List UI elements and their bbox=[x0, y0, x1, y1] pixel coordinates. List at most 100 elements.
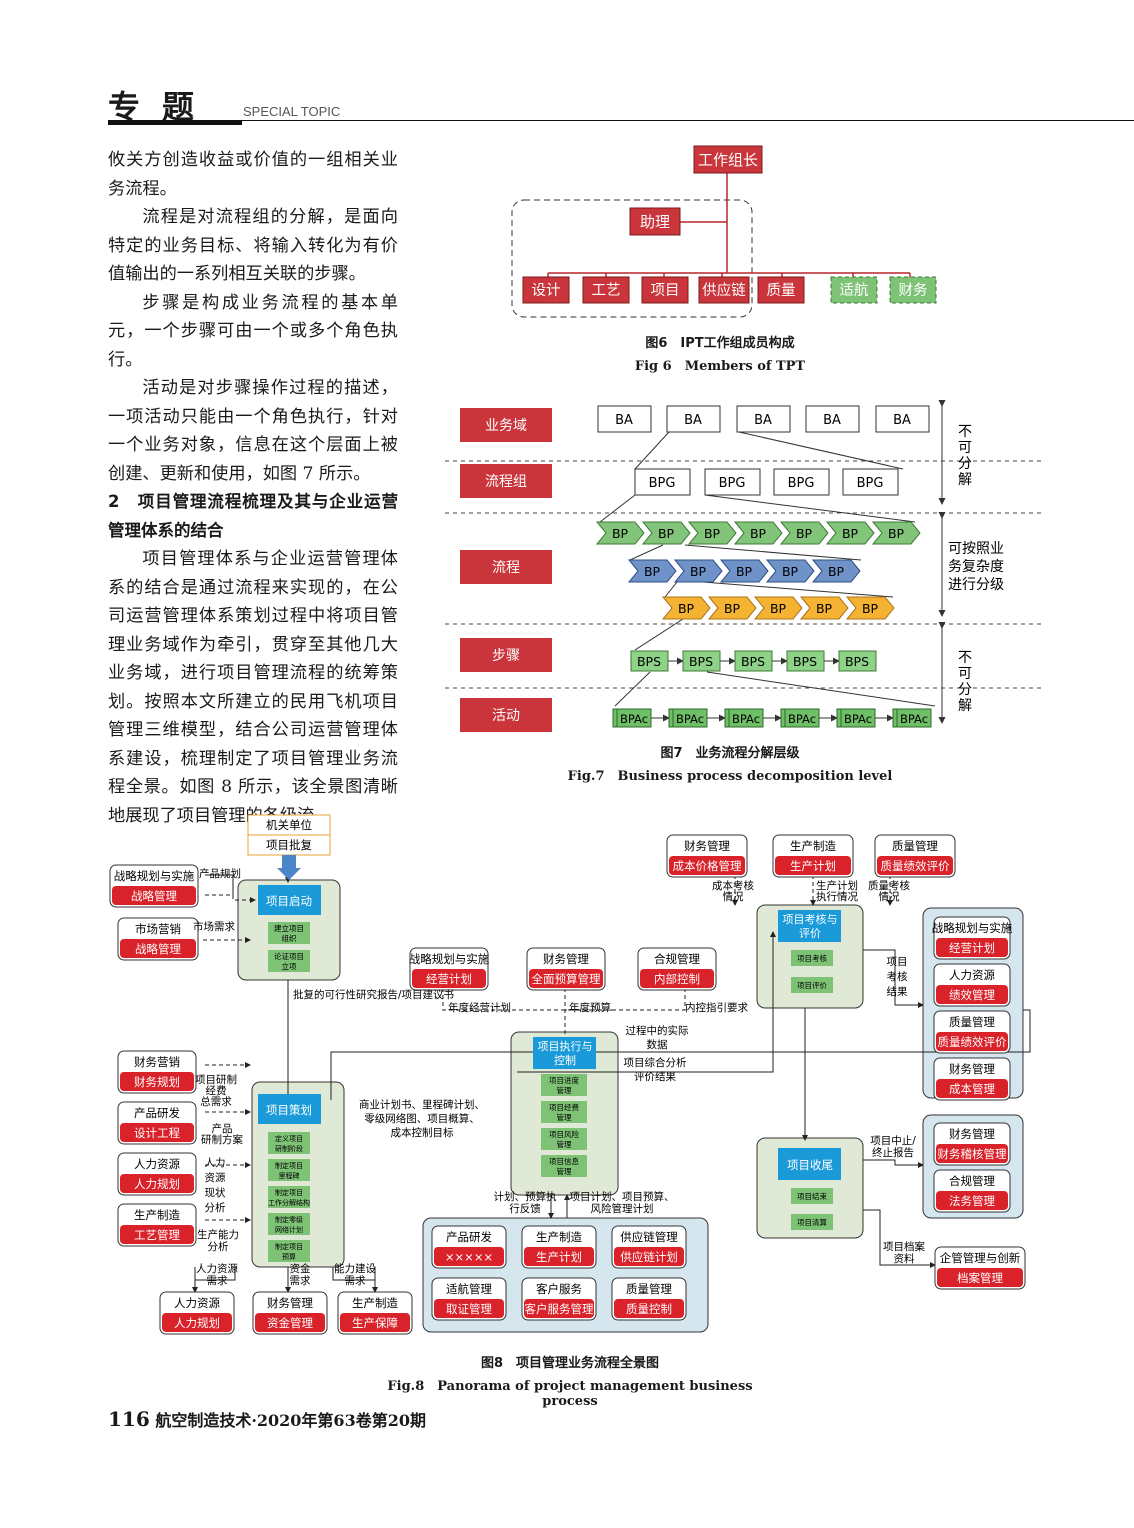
fund-target-head: 财务管理 bbox=[267, 1296, 313, 1310]
bps-label: BPS bbox=[689, 654, 713, 669]
team-dashed-boundary bbox=[511, 199, 753, 318]
feedback-target-body: 经营计划 bbox=[949, 941, 995, 955]
ba-label: BA bbox=[615, 413, 633, 428]
feedback-target-body: 质量绩效评价 bbox=[938, 1035, 1007, 1049]
flow-note: 内控指引要求 bbox=[685, 1001, 748, 1014]
bp-chevron bbox=[661, 596, 711, 620]
bpg-box bbox=[842, 468, 899, 496]
compliance-source-head: 合规管理 bbox=[654, 952, 700, 966]
header-rule-thick bbox=[108, 120, 242, 125]
bp-chevron bbox=[719, 559, 769, 583]
ba-label: BA bbox=[754, 413, 772, 428]
input-source-body: 财务规划 bbox=[134, 1075, 180, 1089]
budget-source-body: 全面预算管理 bbox=[532, 972, 601, 986]
approval-arrow bbox=[277, 855, 301, 880]
team-leader-label: 工作组长 bbox=[698, 151, 758, 169]
exec-item-label: 项目进度 bbox=[549, 1075, 579, 1085]
bp-chevron bbox=[765, 559, 815, 583]
input-source-body: 人力规划 bbox=[134, 1177, 180, 1191]
input-source-head: 生产制造 bbox=[134, 1208, 180, 1222]
start-item bbox=[268, 950, 310, 972]
svg-text:研制阶段: 研制阶段 bbox=[275, 1144, 303, 1153]
bp-chevron bbox=[627, 559, 677, 583]
member-label: 供应链 bbox=[702, 281, 746, 299]
paragraph: 项目管理体系与企业运营管理体系的结合是通过流程来实现的，在公司运营管理体系策划过… bbox=[108, 549, 398, 826]
eval-title-1: 项目考核与 bbox=[783, 912, 838, 926]
bp-label: BP bbox=[750, 526, 767, 541]
budget-source-head: 财务管理 bbox=[543, 952, 589, 966]
paragraph: 攸关方创造收益或价值的一组相关业务流程。 bbox=[108, 150, 398, 199]
level-label: 流程组 bbox=[485, 474, 527, 490]
flow-note: 情况 bbox=[879, 890, 900, 903]
bpa-label: BPAc bbox=[844, 712, 872, 726]
bp-label: BP bbox=[816, 601, 833, 616]
bpa-label: BPAc bbox=[788, 712, 816, 726]
upper-source-head: 财务管理 bbox=[684, 839, 730, 853]
close-item bbox=[791, 1188, 833, 1204]
input-source-body: 工艺管理 bbox=[134, 1228, 180, 1242]
level-box bbox=[460, 408, 552, 442]
bps-label: BPS bbox=[637, 654, 661, 669]
bp-chevron bbox=[707, 596, 757, 620]
flow-note: 总需求 bbox=[200, 1095, 232, 1108]
strategy-box-head: 战略规划与实施 bbox=[114, 869, 195, 883]
start-title-box bbox=[258, 885, 321, 915]
svg-text:立项: 立项 bbox=[282, 961, 297, 971]
compliance-source-body: 内部控制 bbox=[654, 972, 700, 986]
figure-8-caption-cn: 图8 项目管理业务流程全景图 bbox=[480, 1356, 660, 1371]
exec-item bbox=[541, 1074, 587, 1096]
page-footer: 116 航空制造技术·2020年第63卷第20期 bbox=[108, 1407, 426, 1431]
bpg-box bbox=[634, 468, 691, 496]
ba-box bbox=[875, 405, 930, 433]
member-label: 适航 bbox=[840, 282, 869, 299]
ba-box bbox=[736, 405, 791, 433]
flow-note: 经费 bbox=[206, 1084, 227, 1097]
bp-label: BP bbox=[842, 526, 859, 541]
bp-chevron bbox=[871, 521, 921, 545]
flow-note: 结果 bbox=[887, 985, 908, 998]
bp-chevron bbox=[799, 596, 849, 620]
member-box-optional bbox=[830, 276, 878, 304]
flow-note: 人力 bbox=[205, 1156, 226, 1169]
ba-box bbox=[666, 405, 721, 433]
flow-note: 终止报告 bbox=[872, 1146, 914, 1159]
flow-note: 项目综合分析 bbox=[624, 1056, 687, 1069]
bps-box bbox=[838, 650, 877, 672]
bp-label: BP bbox=[736, 564, 753, 579]
exec-item-label: 项目风险 bbox=[549, 1129, 579, 1139]
flow-note: 质量考核 bbox=[868, 879, 910, 892]
plan-title: 项目策划 bbox=[266, 1103, 312, 1117]
feedback-target-head: 人力资源 bbox=[949, 968, 995, 982]
figure-8-caption-en: Fig.8 Panorama of project management bus… bbox=[387, 1379, 753, 1409]
exec-item-label: 项目信息 bbox=[549, 1156, 579, 1166]
bp-chevron bbox=[779, 521, 829, 545]
paragraph: 流程是对流程组的分解，是面向特定的业务目标、将输入转化为有价值输出的一系列相互关… bbox=[108, 207, 398, 284]
level-box bbox=[460, 464, 552, 498]
bp-label: BP bbox=[678, 601, 695, 616]
eval-item bbox=[791, 950, 833, 966]
hr-target-body: 人力规划 bbox=[174, 1316, 220, 1330]
archive-target-body: 档案管理 bbox=[957, 1271, 1003, 1285]
side-label-top: 可 bbox=[958, 440, 972, 456]
flow-note: 产品规划 bbox=[199, 867, 241, 880]
member-box bbox=[757, 276, 805, 304]
plan-item-label: 制定零级 bbox=[275, 1215, 303, 1224]
bpg-label: BPG bbox=[788, 476, 815, 491]
bpa-box bbox=[892, 708, 932, 728]
bp-label: BP bbox=[862, 601, 879, 616]
flow-note: 成本控制目标 bbox=[391, 1126, 454, 1139]
feedback-target-head: 质量管理 bbox=[949, 1015, 995, 1029]
flow-note: 现状 bbox=[205, 1186, 226, 1199]
member-box bbox=[582, 276, 630, 304]
level-label: 流程 bbox=[492, 560, 520, 576]
eval-item-label: 项目考核 bbox=[797, 953, 827, 963]
execution-partner-head: 适航管理 bbox=[446, 1282, 492, 1296]
hr-target-head: 人力资源 bbox=[174, 1296, 220, 1310]
side-label-mid: 可按照业 bbox=[948, 541, 1004, 557]
member-box bbox=[698, 276, 750, 304]
bp-chevron bbox=[687, 521, 737, 545]
flow-note: 考核 bbox=[887, 970, 908, 983]
member-label: 项目 bbox=[651, 283, 680, 299]
flow-note: 过程中的实际 bbox=[626, 1024, 689, 1037]
